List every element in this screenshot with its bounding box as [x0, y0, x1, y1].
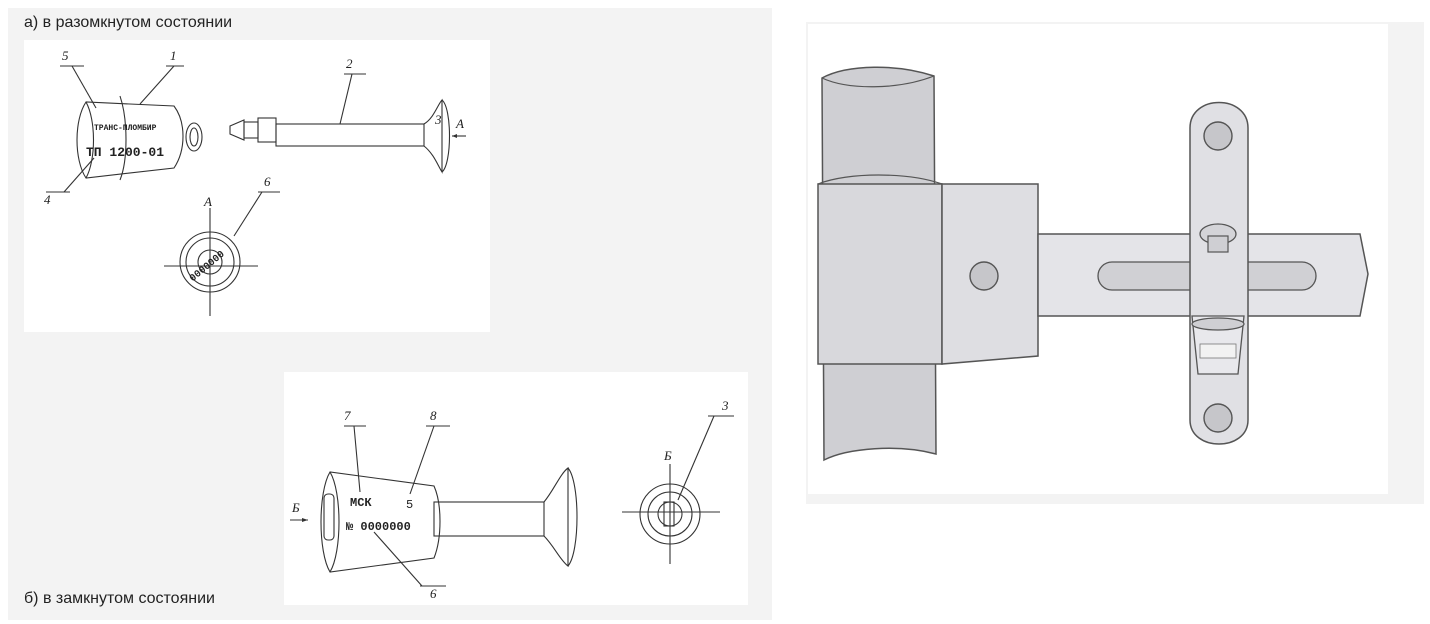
stamp-number: 5 [406, 498, 413, 512]
label-b-arrow: Б [291, 500, 300, 515]
caption-locked-state: б) в замкнутом состоянии [24, 590, 215, 607]
caption-open-state: а) в разомкнутом состоянии [24, 14, 233, 31]
label-a-view: A [203, 194, 212, 209]
open-state-drawing: ТРАНС-ПЛОМБИР ТП 1200-01 3 0000000 5 1 2… [44, 48, 466, 316]
locked-state-drawing: МСК 5 № 0000000 7 8 6 3 Б Б [290, 398, 734, 601]
latch-illustration [808, 24, 1388, 494]
latch-drawing [817, 66, 1369, 462]
label-1: 1 [170, 48, 177, 63]
stamp-line-1: ТРАНС-ПЛОМБИР [94, 124, 157, 133]
label-4: 4 [44, 192, 51, 207]
figure-open-state: ТРАНС-ПЛОМБИР ТП 1200-01 3 0000000 5 1 2… [24, 40, 490, 332]
label-2: 2 [346, 56, 353, 71]
label-6: 6 [264, 174, 271, 189]
stamp-serial: № 0000000 [346, 520, 411, 534]
label-a-arrow: A [455, 116, 464, 131]
label-3: 3 [721, 398, 729, 413]
label-8: 8 [430, 408, 437, 423]
label-5: 5 [62, 48, 69, 63]
stamp-line-2: ТП 1200-01 [86, 145, 164, 160]
label-b-view: Б [663, 448, 672, 463]
label-6-b: 6 [430, 586, 437, 601]
figure-locked-state: МСК 5 № 0000000 7 8 6 3 Б Б [284, 372, 748, 605]
stamp-msk: МСК [350, 496, 372, 510]
ring-stamp: 0000000 [188, 249, 227, 284]
pin-mark: 3 [434, 112, 442, 127]
label-7: 7 [344, 408, 351, 423]
